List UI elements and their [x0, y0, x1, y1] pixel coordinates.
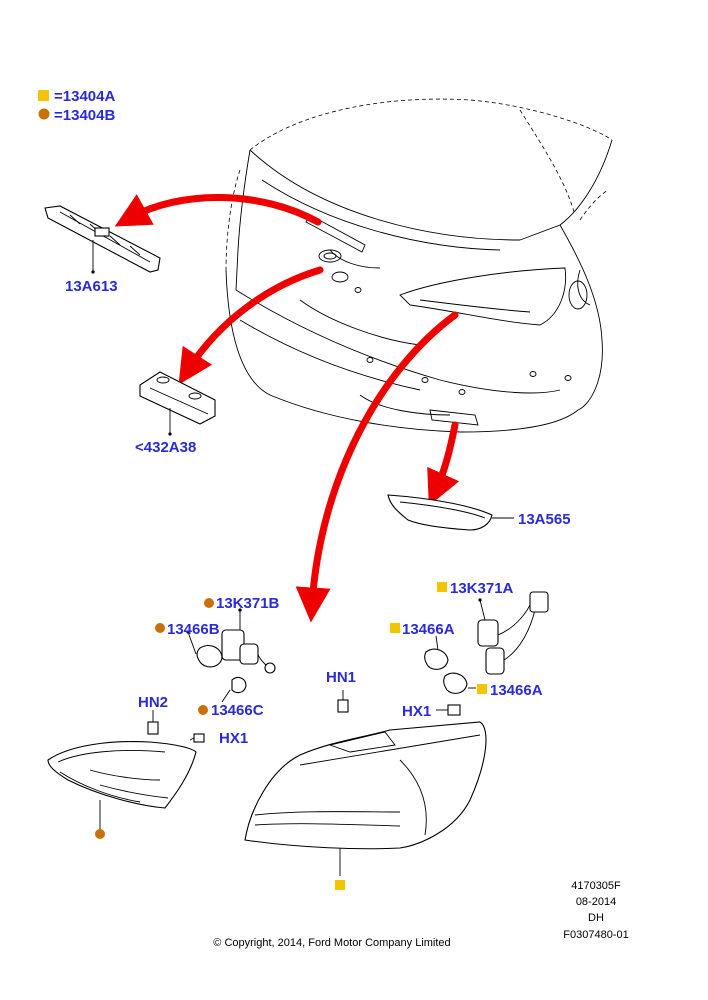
inner-harness-part[interactable]: [221, 608, 276, 674]
circle-marker-icon: [198, 705, 208, 715]
footer-code: 4170305F: [571, 880, 621, 892]
arrow-to-high-mount-lamp: [114, 194, 322, 227]
square-marker-icon: [437, 582, 447, 592]
square-marker-icon: [390, 623, 400, 633]
label-hn1[interactable]: HN1: [326, 669, 356, 686]
label-bulb-inner-c[interactable]: 13466C: [211, 702, 264, 719]
footer-date: 08-2014: [576, 896, 616, 908]
part-markers: [95, 582, 487, 890]
footer-copyright: © Copyright, 2014, Ford Motor Company Li…: [213, 937, 450, 949]
legend: =13404A =13404B: [38, 88, 115, 124]
arrow-to-tail-lamp: [295, 311, 459, 623]
callout-arrows: [114, 194, 460, 623]
label-bulb-outer-a-bottom[interactable]: 13466A: [490, 682, 543, 699]
footer-ref: F0307480-01: [563, 929, 628, 941]
license-lamp-part[interactable]: [139, 371, 216, 436]
circle-marker-icon: [95, 829, 105, 839]
circle-marker-icon: [204, 598, 214, 608]
high-mount-lamp-part[interactable]: [44, 205, 161, 274]
label-license-lamp[interactable]: <432A38: [135, 439, 196, 456]
reflector-part[interactable]: [387, 494, 514, 531]
circle-marker-icon: [155, 623, 165, 633]
vehicle-rear-outline: [225, 98, 613, 433]
legend-circle-text: =13404B: [54, 107, 115, 124]
label-harness-outer[interactable]: 13K371A: [450, 580, 514, 597]
label-bulb-outer-a-top[interactable]: 13466A: [402, 621, 455, 638]
label-hn2[interactable]: HN2: [138, 694, 168, 711]
outer-bulb-a-bottom[interactable]: [443, 672, 476, 694]
circle-marker-icon: [38, 108, 50, 120]
part-labels: 13A613 <432A38 13A565 13K371B 13466B 134…: [65, 278, 571, 747]
label-bulb-inner-b[interactable]: 13466B: [167, 621, 220, 638]
label-hx1-inner[interactable]: HX1: [219, 730, 248, 747]
inner-bulb-b[interactable]: [186, 630, 223, 668]
label-hx1-outer[interactable]: HX1: [402, 703, 431, 720]
legend-square-text: =13404A: [54, 88, 115, 105]
outer-harness-part[interactable]: [477, 591, 549, 675]
footer-region: DH: [588, 912, 604, 924]
outer-tail-lamp-part[interactable]: [244, 690, 487, 876]
inner-bulb-c[interactable]: [221, 677, 247, 703]
label-high-mount-lamp[interactable]: 13A613: [65, 278, 118, 295]
footer: 4170305F 08-2014 DH F0307480-01 © Copyri…: [213, 880, 628, 949]
square-marker-icon: [477, 684, 487, 694]
outer-bulb-a-top[interactable]: [424, 635, 449, 670]
label-harness-inner[interactable]: 13K371B: [216, 595, 280, 612]
arrow-to-license-lamp: [178, 266, 324, 385]
square-marker-icon: [335, 880, 345, 890]
arrow-to-reflector: [427, 421, 460, 506]
label-reflector[interactable]: 13A565: [518, 511, 571, 528]
square-marker-icon: [38, 90, 49, 101]
inner-tail-lamp-part[interactable]: [47, 710, 205, 830]
